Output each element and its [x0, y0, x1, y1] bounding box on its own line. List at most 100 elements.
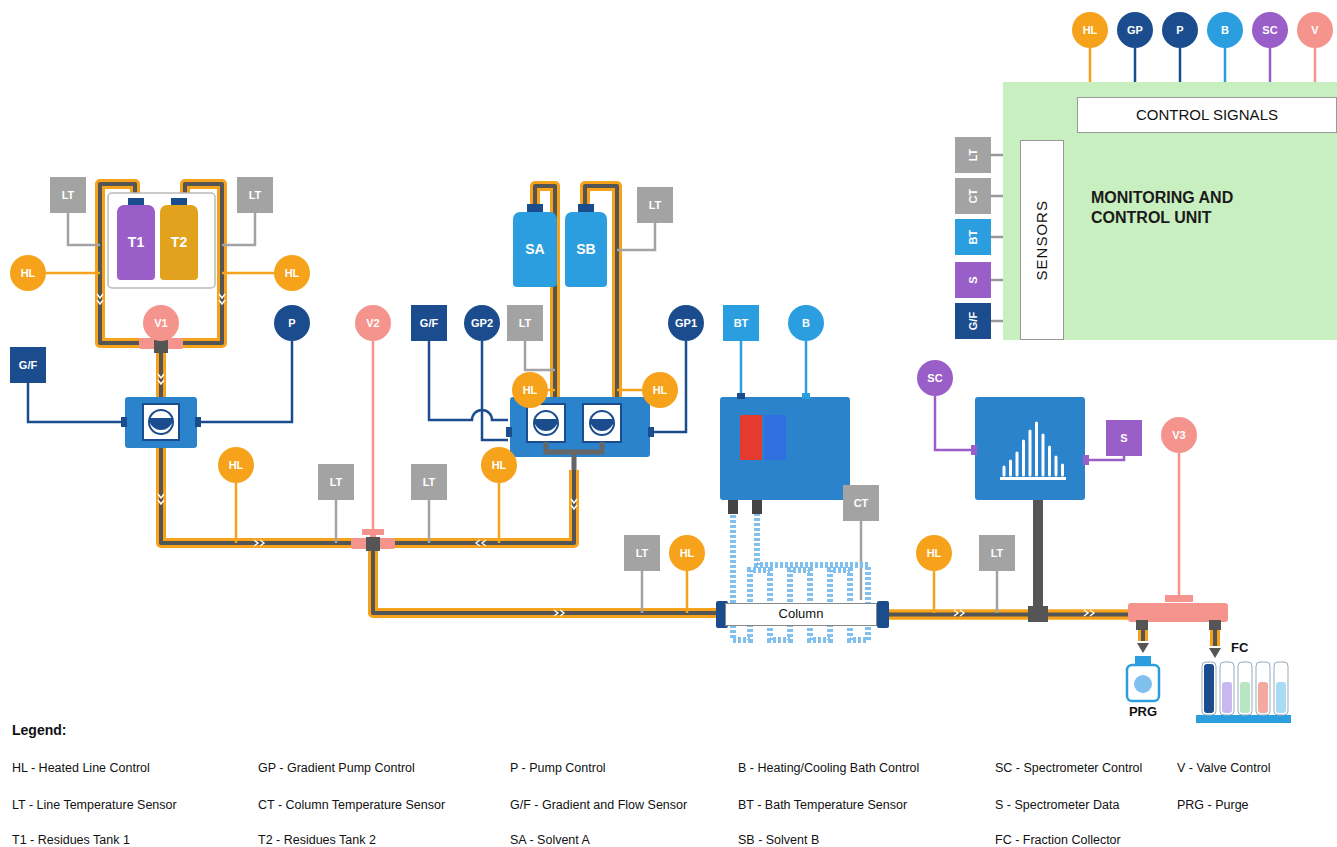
legend-item: S - Spectrometer Data: [995, 798, 1119, 812]
node-label: B: [1221, 24, 1229, 36]
node-label: GP1: [675, 317, 697, 329]
legend-item: V - Valve Control: [1177, 761, 1271, 775]
tube: [1220, 662, 1234, 715]
signal-line: [222, 272, 274, 275]
pipe-core: [161, 448, 365, 543]
legend-item: PRG - Purge: [1177, 798, 1249, 812]
spectrum-peak: [1035, 423, 1038, 475]
node-label: GP2: [471, 317, 493, 329]
signal-line: [428, 500, 431, 543]
signal-line: [740, 341, 743, 395]
sensor-square: LT: [507, 305, 543, 341]
control-circle: HL: [481, 447, 517, 483]
spectrum-peak: [1042, 435, 1045, 475]
legend-item: T2 - Residues Tank 2: [258, 833, 376, 847]
node-label: B: [802, 317, 810, 329]
node-label: S: [967, 276, 979, 283]
control-circle: HL: [916, 535, 952, 571]
control-circle: SC: [1252, 12, 1288, 48]
flow-chevron: [158, 374, 164, 384]
node-label: BT: [967, 230, 979, 245]
sensor-square: LT: [411, 464, 447, 500]
sensor-square: LT: [318, 464, 354, 500]
signal-line: [372, 341, 375, 530]
signal-line: [617, 223, 655, 250]
tank-bottle: SA: [513, 212, 557, 287]
legend-text: LT - Line Temperature Sensor: [12, 798, 177, 812]
legend-item: HL - Heated Line Control: [12, 761, 150, 775]
node-label: MONITORING AND CONTROL UNIT: [1091, 188, 1281, 228]
tank-bottle: T1: [117, 205, 155, 280]
column-box: Column: [725, 603, 877, 626]
legend-text: G/F - Gradient and Flow Sensor: [510, 798, 687, 812]
node-label: CONTROL SIGNALS: [1136, 107, 1278, 124]
node-label: HL: [523, 384, 538, 396]
node-label: V3: [1172, 429, 1185, 441]
legend-text: SC - Spectrometer Control: [995, 761, 1142, 775]
legend-item: CT - Column Temperature Sensor: [258, 798, 445, 812]
sensor-square: LT: [237, 177, 273, 213]
tube: [1238, 662, 1252, 715]
control-circle: HL: [10, 255, 46, 291]
signal-line: [429, 341, 508, 420]
purge-bottle: PRG: [1122, 655, 1164, 703]
signal-line: [996, 571, 999, 613]
valve-v2: [351, 529, 395, 551]
signal-line: [933, 571, 936, 613]
sensor-panel: SENSORS: [1020, 140, 1064, 340]
control-circle: HL: [1072, 12, 1108, 48]
control-circle: SC: [917, 360, 953, 396]
sensor-square: G/F: [10, 347, 46, 383]
legend-item: SB - Solvent B: [738, 833, 819, 847]
control-circle: P: [1162, 12, 1198, 48]
flow-chevron: [571, 499, 577, 509]
control-circle: P: [274, 305, 310, 341]
signal-line: [641, 571, 644, 613]
signal-line: [482, 341, 508, 440]
signal-line: [525, 341, 555, 370]
sensor-square: LT: [50, 177, 86, 213]
node-label: BT: [734, 317, 749, 329]
legend-text: GP - Gradient Pump Control: [258, 761, 415, 775]
sensor-square: CT: [843, 485, 879, 521]
tube-fill: [1204, 664, 1214, 713]
tank-holder: [108, 193, 594, 288]
signal-line: [860, 521, 863, 600]
fraction-collector: FC: [1197, 660, 1291, 723]
sensor-square: BT: [955, 219, 991, 255]
legend-item: FC - Fraction Collector: [995, 833, 1121, 847]
node-label: PRG: [1122, 705, 1164, 719]
control-circle: HL: [512, 372, 548, 408]
pump: [121, 397, 201, 448]
node-label: HL: [680, 547, 695, 559]
node-label: LT: [423, 476, 436, 488]
node-label: LT: [967, 149, 979, 162]
legend-text: S - Spectrometer Data: [995, 798, 1119, 812]
node-label: CT: [967, 189, 979, 204]
legend-text: BT - Bath Temperature Sensor: [738, 798, 907, 812]
legend-item: GP - Gradient Pump Control: [258, 761, 415, 775]
node-label: LT: [249, 189, 262, 201]
signal-line: [28, 383, 123, 422]
legend-text: HL - Heated Line Control: [12, 761, 150, 775]
control-circle: HL: [669, 535, 705, 571]
node-label: HL: [1083, 24, 1098, 36]
tank-bottle: T2: [160, 205, 198, 280]
arrow-head: [1137, 643, 1149, 653]
pipe-outline: [161, 448, 365, 543]
node-label: GP: [1127, 24, 1143, 36]
control-circle: HL: [218, 447, 254, 483]
node-label: CT: [854, 497, 869, 509]
tube-fill: [1276, 682, 1286, 713]
spectrum-peak: [1029, 431, 1032, 475]
node-label: P: [288, 317, 295, 329]
tube: [1274, 662, 1288, 715]
spectrum-peak: [1009, 461, 1012, 475]
control-circle: V: [1297, 12, 1333, 48]
flow-chevron: [476, 540, 486, 546]
control-circle: HL: [642, 372, 678, 408]
tank-bottle: SB: [565, 212, 607, 287]
legend-item: LT - Line Temperature Sensor: [12, 798, 177, 812]
node-label: G/F: [967, 312, 979, 330]
